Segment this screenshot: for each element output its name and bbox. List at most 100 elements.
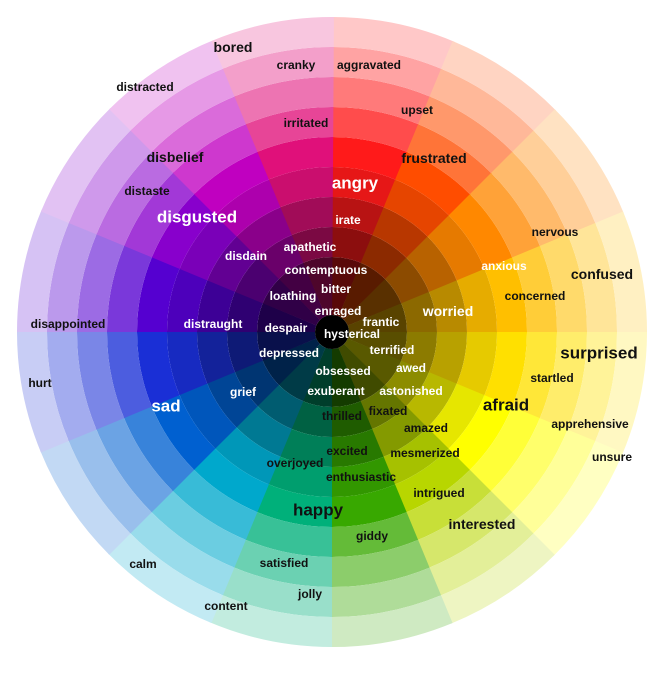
wheel-cell-royal-blue-ring-1	[256, 331, 317, 361]
wheel-cell-red-ring-7	[332, 77, 432, 125]
wheel-cell-teal-green-ring-1	[302, 347, 332, 407]
wheel-cell-red-ring-1	[332, 257, 362, 317]
emotion-label-cranky: cranky	[277, 58, 316, 72]
wheel-cell-teal-green-ring-2	[291, 401, 332, 437]
emotion-label-disbelief: disbelief	[147, 149, 204, 165]
wheel-cell-teal-green-ring-7	[232, 539, 332, 587]
emotion-label-apathetic: apathetic	[284, 240, 337, 254]
wheel-cell-indigo-ring-7	[77, 232, 125, 332]
wheel-cell-yellow-ring-6	[469, 406, 540, 493]
emotion-label-contemptuous: contemptuous	[285, 263, 368, 277]
wheel-cell-blue-ring-8	[68, 428, 152, 534]
wheel-cell-yellow-amber-ring-6	[511, 332, 557, 420]
emotion-label-frustrated: frustrated	[401, 150, 466, 166]
wheel-cell-magenta-ring-9	[211, 17, 334, 69]
wheel-cell-orange-red-ring-3	[372, 207, 429, 259]
wheel-cell-green-ring-1	[331, 347, 361, 408]
emotion-label-sad: sad	[151, 397, 180, 416]
emotion-label-hurt: hurt	[28, 376, 51, 390]
wheel-cell-orange-red-ring-8	[429, 68, 535, 153]
wheel-cell-purple-ring-9	[40, 107, 132, 223]
emotion-label-interested: interested	[449, 516, 516, 532]
emotion-label-calm: calm	[129, 557, 156, 571]
emotion-label-angry: angry	[332, 174, 379, 193]
wheel-cell-orange-ring-5	[448, 194, 513, 270]
emotion-label-terrified: terrified	[370, 343, 415, 357]
emotion-label-jolly: jolly	[297, 587, 322, 601]
wheel-cell-cyan-ring-1	[278, 343, 326, 402]
wheel-cell-violet-ring-9	[109, 40, 225, 131]
wheel-cell-teal-green-ring-9	[209, 594, 332, 647]
wheel-cell-magenta-ring-4	[268, 166, 334, 208]
wheel-cell-blue-ring-5	[151, 394, 216, 470]
wheel-cell-green-ring-5	[330, 484, 407, 528]
emotion-label-distraught: distraught	[184, 317, 243, 331]
wheel-cell-purple-ring-5	[151, 193, 217, 269]
emotion-label-concerned: concerned	[505, 289, 566, 303]
wheel-cell-green-ring-6	[330, 512, 419, 558]
wheel-cell-blue-ring-9	[40, 439, 131, 555]
wheel-cell-royal-blue-ring-7	[76, 330, 125, 430]
wheel-cell-purple-ring-1	[262, 278, 321, 326]
wheel-cell-yellow-ring-4	[426, 383, 485, 450]
wheel-cell-red-ring-3	[332, 197, 385, 236]
wheel-cell-orange-ring-7	[491, 151, 569, 248]
wheel-cell-orange-ring-8	[512, 130, 596, 236]
emotion-label-worried: worried	[422, 303, 474, 319]
wheel-cell-amber-ring-6	[512, 245, 558, 334]
wheel-cell-amber-ring-9	[595, 211, 647, 334]
wheel-cell-indigo-ring-5	[137, 256, 180, 332]
emotion-label-intrigued: intrigued	[413, 486, 464, 500]
wheel-cell-violet-ring-6	[172, 123, 259, 195]
wheel-cell-red-ring-5	[332, 137, 408, 180]
emotion-label-amazed: amazed	[404, 421, 448, 435]
wheel-cell-royal-blue-ring-6	[106, 330, 152, 419]
wheel-cell-violet-ring-8	[130, 68, 236, 152]
wheel-cell-cyan-ring-9	[107, 532, 223, 624]
wheel-cell-orange-ring-4	[427, 215, 485, 282]
wheel-cell-amber-ring-4	[456, 268, 498, 334]
wheel-cell-yellow-amber-ring-8	[566, 332, 617, 443]
wheel-cell-violet-ring-7	[151, 95, 248, 173]
wheel-cell-cyan-ring-3	[235, 405, 292, 457]
emotion-label-fixated: fixated	[369, 404, 408, 418]
emotion-label-upset: upset	[401, 103, 433, 117]
wheel-cell-yellow-green-ring-8	[428, 512, 534, 596]
emotion-label-happy: happy	[293, 501, 344, 520]
wheel-cell-magenta-ring-7	[234, 76, 334, 125]
wheel-cell-amber-ring-1	[347, 303, 408, 333]
wheel-cell-yellow-ring-5	[447, 395, 513, 471]
wheel-cell-teal-green-ring-4	[267, 456, 332, 497]
wheel-cell-cyan-ring-6	[171, 469, 258, 540]
emotion-label-afraid: afraid	[483, 396, 529, 415]
wheel-cell-orange-red-ring-1	[338, 262, 386, 321]
wheel-cell-violet-ring-2	[257, 234, 304, 279]
wheel-cell-orange-ring-9	[533, 109, 624, 225]
wheel-cell-blue-ring-3	[206, 371, 258, 428]
wheel-cell-green-ring-8	[330, 567, 442, 617]
wheel-cell-orange-red-ring-6	[406, 124, 493, 195]
wheel-cell-yellow-amber-ring-3	[428, 332, 468, 385]
wheel-sectors	[17, 17, 647, 647]
emotion-label-exuberant: exuberant	[307, 384, 364, 398]
emotion-label-grief: grief	[230, 385, 257, 399]
wheel-cell-yellow-amber-ring-9	[594, 332, 647, 455]
wheel-cell-orange-ring-3	[406, 236, 458, 293]
wheel-cell-teal-green-ring-3	[279, 428, 332, 468]
emotion-label-bored: bored	[214, 39, 253, 55]
wheel-cell-yellow-amber-ring-4	[456, 332, 497, 397]
wheel-cell-amber-ring-5	[484, 257, 528, 334]
wheel-cell-yellow-amber-ring-7	[539, 332, 587, 432]
wheel-cell-red-ring-4	[332, 167, 397, 208]
emotion-label-astonished: astonished	[379, 384, 442, 398]
wheel-cell-blue-ring-6	[123, 405, 195, 492]
wheel-cell-cyan-ring-5	[193, 447, 269, 513]
wheel-cell-yellow-ring-2	[384, 360, 430, 407]
wheel-cell-magenta-ring-5	[257, 136, 334, 180]
wheel-cell-indigo-ring-3	[197, 279, 236, 332]
emotion-label-anxious: anxious	[481, 259, 527, 273]
wheel-cell-yellow-green-ring-5	[394, 448, 470, 513]
wheel-cell-royal-blue-ring-4	[166, 330, 208, 396]
wheel-cell-magenta-ring-3	[280, 196, 333, 235]
wheel-cell-teal-green-ring-8	[221, 566, 332, 617]
